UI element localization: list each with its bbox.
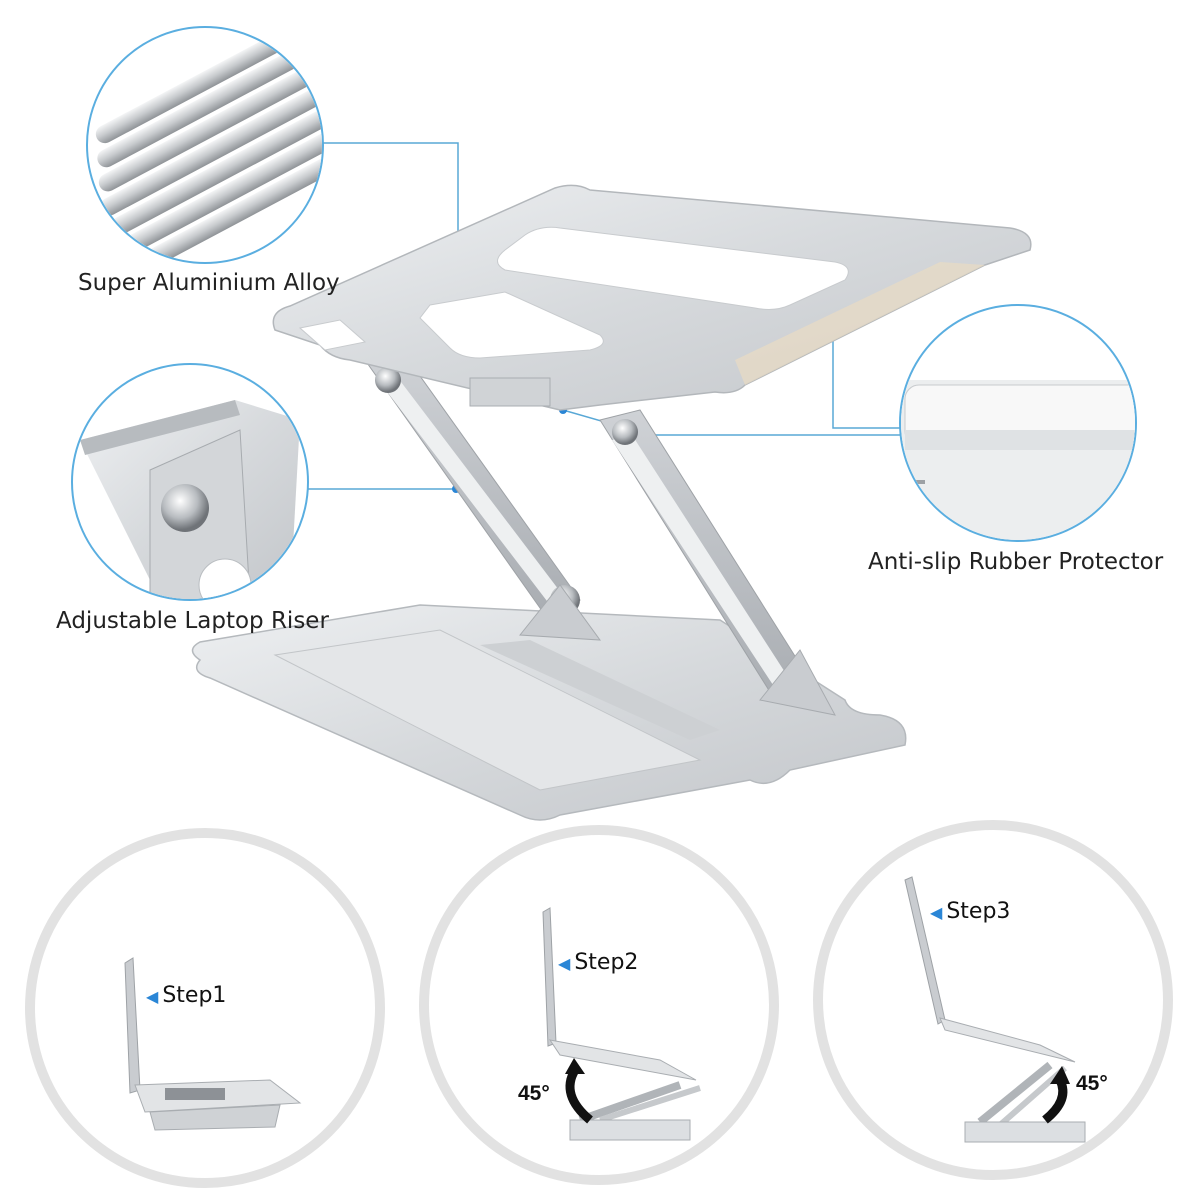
riser-label: Adjustable Laptop Riser: [56, 608, 329, 634]
laptop-fully-raised-icon: [904, 876, 1086, 1143]
alloy-label: Super Aluminium Alloy: [78, 270, 340, 296]
step1-panel: [25, 828, 385, 1188]
aluminium-alloy-callout: [86, 26, 462, 272]
step2-angle: 45°: [518, 1082, 550, 1105]
laptop-closed-icon: [124, 957, 302, 1131]
triangle-right-icon: ◀: [930, 903, 943, 922]
stand-top-tray: [272, 184, 1032, 411]
step3-panel: [813, 820, 1173, 1180]
step1-label: ◀Step1: [146, 983, 227, 1008]
step2-panel: [419, 825, 779, 1185]
step3-label: ◀Step3: [930, 899, 1011, 924]
triangle-right-icon: ◀: [558, 954, 571, 973]
stand-base: [191, 604, 907, 821]
stand-arms: [364, 354, 836, 716]
hinge-icon: [80, 400, 300, 599]
step2-label: ◀Step2: [558, 950, 639, 975]
laptop-half-raised-icon: [542, 907, 701, 1141]
laptop-stand: [191, 184, 1032, 821]
triangle-right-icon: ◀: [146, 987, 159, 1006]
curved-arrow-icon: [565, 1067, 593, 1124]
rubber-label: Anti-slip Rubber Protector: [868, 549, 1164, 575]
aluminium-rods-icon: [95, 28, 322, 262]
step3-angle: 45°: [1076, 1072, 1108, 1095]
